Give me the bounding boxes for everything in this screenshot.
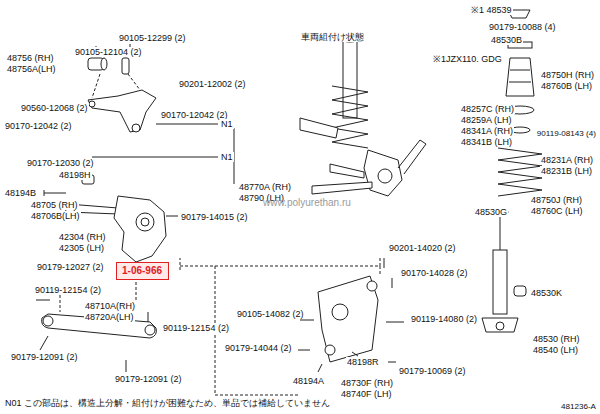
part-number: 48710A(RH) (84, 301, 136, 311)
part-number: 90201-12002 (2) (178, 79, 247, 89)
part-number: 90179-14044 (2) (224, 343, 293, 353)
part-number: 42305 (LH) (58, 243, 105, 253)
part-number: 48756A(LH) (6, 64, 57, 74)
part-number: 48259A (LH) (460, 115, 513, 125)
part-number: 90170-12042 (2) (160, 110, 229, 120)
part-number: 48257C (RH) (460, 104, 515, 114)
part-number: 48231A (RH) (540, 155, 594, 165)
part-number: 481236-A (560, 402, 597, 412)
part-number: 48194A (292, 376, 325, 386)
part-number: 48770A (RH) (238, 182, 292, 192)
part-number: 48530K (530, 288, 563, 298)
part-number: ※1JZX110. GDG (432, 54, 503, 64)
part-number: 90170-12042 (2) (4, 121, 73, 131)
part-number: 48194B (4, 188, 37, 198)
part-number: 90201-14020 (2) (388, 243, 457, 253)
part-number: N1 (220, 152, 234, 162)
part-number: 48705 (RH) (30, 200, 79, 210)
highlight-box: 1-06-966 (116, 262, 169, 280)
part-number: 42304 (RH) (58, 232, 107, 242)
part-number: 90105-12104 (2) (74, 47, 143, 57)
part-number: 90119-12154 (2) (34, 285, 102, 295)
part-number: 48341A (RH) (460, 126, 514, 136)
part-number: 48756 (RH) (6, 53, 55, 63)
part-number: 48720A(LH) (84, 312, 135, 322)
part-number: 90119-14080 (2) (410, 314, 478, 324)
part-number: 48341B (LH) (460, 137, 513, 147)
part-number: ※1 48539 (470, 5, 513, 15)
part-number: 90179-12091 (2) (114, 374, 183, 384)
part-number: 48750J (RH) (530, 195, 583, 205)
part-number: 48760B (LH) (540, 81, 593, 91)
part-number: 90119-12154 (2) (162, 323, 230, 333)
part-number: 車両組付け状態 (300, 32, 365, 42)
part-number: 48198H (58, 170, 92, 180)
part-number: 48730F (RH) (340, 378, 394, 388)
part-number: 48750H (RH) (540, 70, 595, 80)
part-number: 48198R (346, 357, 380, 367)
part-number: 90170-14028 (2) (400, 268, 469, 278)
part-number: 48706B(LH) (30, 211, 81, 221)
part-number: 48530 (RH) (532, 334, 581, 344)
part-number: 48760C (LH) (530, 206, 584, 216)
part-number: 90179-10069 (2) (398, 366, 467, 376)
part-number: 90105-12299 (2) (118, 33, 187, 43)
watermark: www.polyurethan.ru (262, 198, 352, 208)
part-code: 1-06-966 (122, 265, 163, 277)
part-number: 48740F (LH) (340, 389, 393, 399)
part-number: 90105-14082 (2) (236, 309, 305, 319)
part-number: 90560-12068 (2) (20, 103, 89, 113)
part-number: 48530B (490, 35, 523, 45)
part-number: 90170-12030 (2) (26, 158, 95, 168)
part-number: N01 この部品は、構造上分解・組付けが困難なため、単品では補給していません (4, 398, 331, 408)
part-number: 48530G (474, 207, 508, 217)
part-number: 90179-14015 (2) (180, 212, 249, 222)
part-number: 48231B (LH) (540, 166, 593, 176)
part-number: 90119-08143 (4) (536, 129, 597, 139)
part-number: N1 (220, 119, 234, 129)
part-number: 90179-12027 (2) (36, 262, 105, 272)
part-number: 48540 (LH) (532, 345, 579, 355)
part-number: 90179-10088 (4) (488, 22, 557, 32)
part-number: 90179-12091 (2) (10, 352, 79, 362)
